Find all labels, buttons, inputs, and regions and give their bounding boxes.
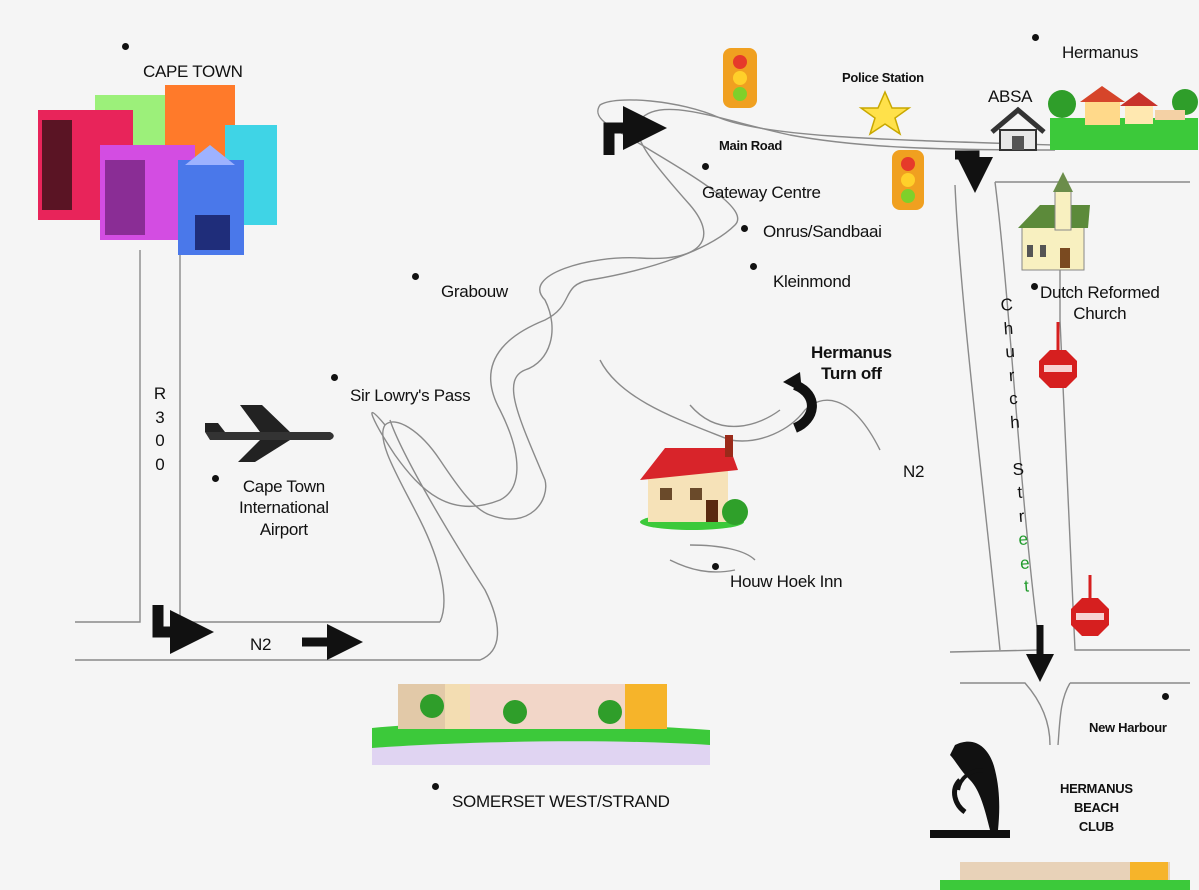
stop-sign-icon [1039,322,1077,388]
main-road-label: Main Road [719,138,783,153]
inn-access-road-2 [669,544,756,573]
n2-bottom-label: N2 [250,635,272,654]
bank-house-icon [990,106,1046,151]
hermanus-turnoff-road [599,359,881,451]
location-marker [122,43,129,50]
location-marker [432,783,439,790]
church-street-letter: t [1016,482,1023,502]
houw-hoek-inn-label: Houw Hoek Inn [730,572,843,591]
hermanus-beach-club-label: HERMANUS BEACH CLUB [1060,781,1133,834]
church-street-letter: h [1003,318,1014,339]
r300-road-label: R 3 0 0 [153,384,167,474]
location-marker [331,374,338,381]
location-marker [1162,693,1169,700]
stop-sign-icon [1071,575,1109,636]
church-street-left-edge [949,181,1041,653]
location-marker [702,163,709,170]
dutch-reformed-church-label: Dutch Reformed Church [1040,283,1160,324]
kleinmond-label: Kleinmond [773,272,851,291]
church-street-letter: h [1009,412,1021,432]
cape-town-label: CAPE TOWN [143,62,243,81]
traffic-light-icon [892,150,924,210]
church-street-letter: c [1008,388,1019,409]
n2-road-bottom-edge [75,419,499,661]
church-street-letter: u [1004,341,1016,362]
arrow-icon [152,605,214,654]
hermanus-label: Hermanus [1062,43,1139,62]
church-street-letter: S [1011,459,1025,479]
new-harbour-label: New Harbour [1089,720,1167,735]
harbour-road [960,682,1190,746]
n2-winding-road-2 [371,99,1056,508]
absa-label: ABSA [988,87,1033,106]
church-street-letter: e [1017,529,1029,550]
roads [75,99,1190,746]
u-turn-arrow-icon [792,380,817,433]
church-street-letter: r [1018,506,1026,526]
direction-arrows [152,106,1054,682]
r300-road-left-edge [75,250,141,623]
church-street-letter: C [999,294,1014,315]
church-street-letter: e [1019,552,1031,573]
church-street-letter: t [1023,576,1030,596]
location-marker [741,225,748,232]
church-street-letter [1016,436,1017,455]
gateway-centre-label: Gateway Centre [702,183,821,202]
n2-right-label: N2 [903,462,925,481]
airport-label: Cape Town International Airport [239,477,329,539]
location-marker [212,475,219,482]
beach-resort-icon [940,862,1190,890]
hermanus-turn-off-label: Hermanus Turn off [811,343,892,384]
city-buildings-icon [38,85,277,255]
church-icon [1018,172,1090,271]
inn-access-road-1 [689,404,781,428]
arrow-icon [955,150,993,193]
airplane-icon [205,405,334,462]
location-marker [412,273,419,280]
onrus-sandbaai-label: Onrus/Sandbaai [763,222,882,241]
location-marker [712,563,719,570]
location-marker [1031,283,1038,290]
star-icon [858,90,912,136]
sir-lowrys-pass-label: Sir Lowry's Pass [350,386,471,405]
arrow-icon [603,106,667,155]
traffic-light-icon [723,48,757,108]
village-icon [1048,86,1198,150]
somerset-west-strand-label: SOMERSET WEST/STRAND [452,792,670,811]
church-street-letter: r [1008,365,1016,385]
main-road-east-edge [954,184,1001,651]
grabouw-label: Grabouw [441,282,508,301]
dolphin-statue-icon [930,741,1010,838]
police-station-label: Police Station [842,70,924,85]
beach-resort-icon [372,684,710,765]
location-marker [750,263,757,270]
location-marker [1032,34,1039,41]
house-icon [640,435,748,530]
